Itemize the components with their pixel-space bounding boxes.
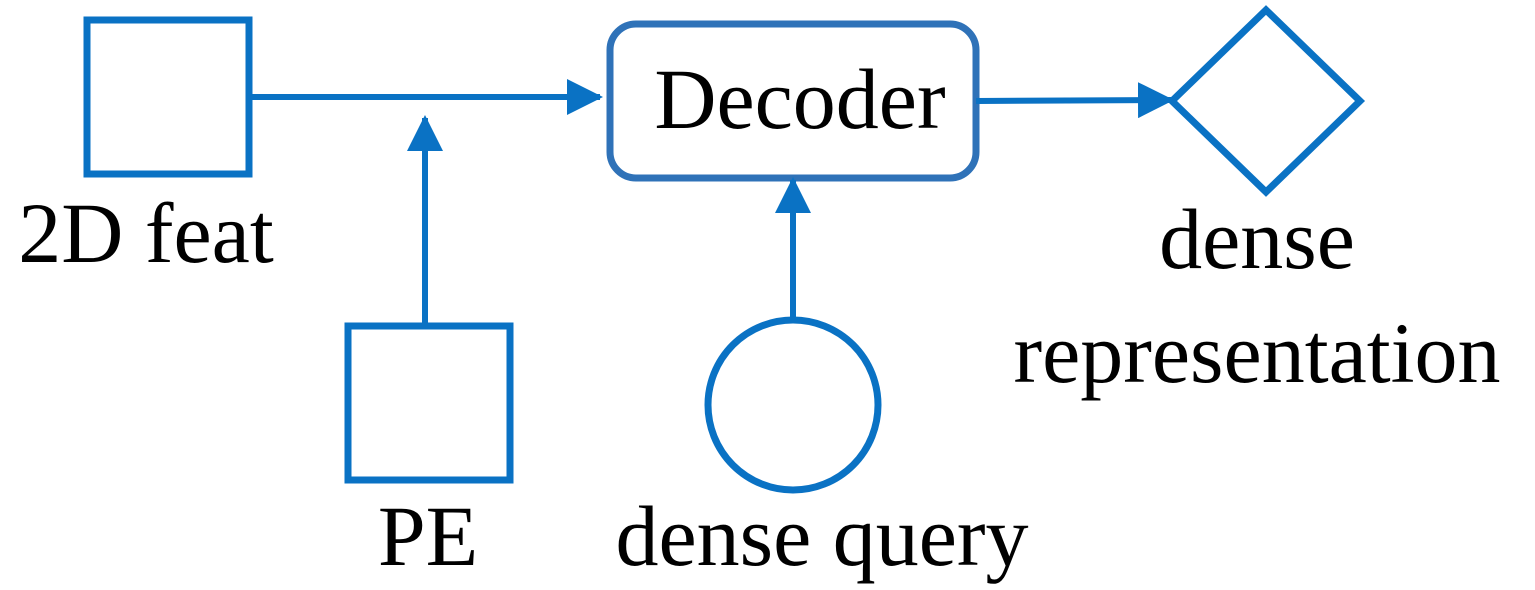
query-node: [704, 316, 882, 494]
pe-label: PE: [378, 488, 478, 584]
feat-label: 2D feat: [18, 185, 274, 281]
output-node: [1166, 5, 1366, 197]
decoder-label: Decoder: [654, 51, 945, 147]
feat-node: [83, 16, 253, 178]
output-label-line1: dense: [1159, 191, 1355, 287]
query-label: dense query: [615, 488, 1028, 584]
output-label-line2: representation: [1013, 305, 1500, 401]
edge-decoder-to-output: [975, 82, 1174, 119]
pe-node: [344, 322, 514, 484]
